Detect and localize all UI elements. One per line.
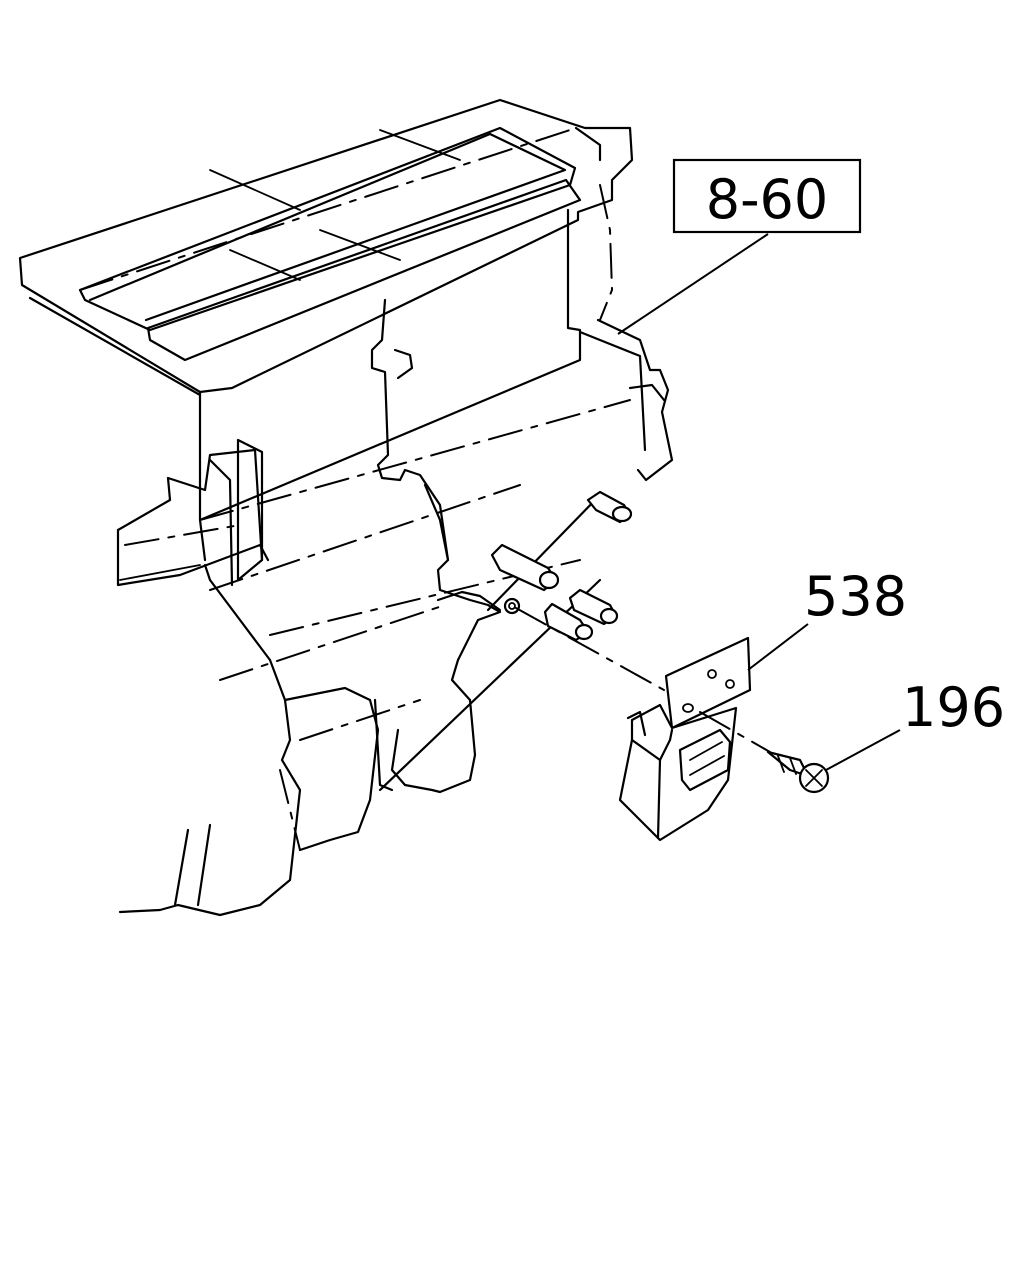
part-196-screw bbox=[699, 711, 830, 794]
part-label-196: 196 bbox=[902, 676, 1005, 739]
reference-callout-8-60[interactable]: 8-60 bbox=[672, 158, 862, 234]
leader-196 bbox=[825, 729, 901, 771]
heater-housing bbox=[18, 98, 674, 917]
part-538-module bbox=[515, 607, 752, 842]
leader-538 bbox=[747, 623, 809, 671]
reference-label: 8-60 bbox=[706, 168, 829, 231]
mounting-bosses bbox=[436, 490, 633, 642]
part-label-538: 538 bbox=[804, 565, 907, 628]
leader-8-60 bbox=[617, 233, 769, 335]
